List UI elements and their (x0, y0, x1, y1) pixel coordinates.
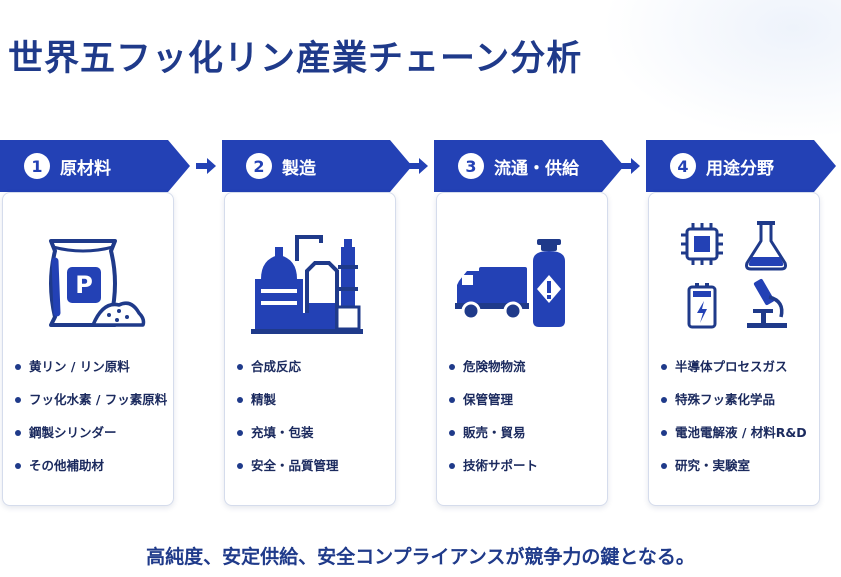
list-item: 黄リン / リン原料 (13, 357, 167, 390)
background-decoration (601, 0, 841, 140)
list-item: 充填・包装 (235, 423, 339, 456)
step-item-list: 危険物物流 保管管理 販売・貿易 技術サポート (447, 357, 538, 489)
step-number: 4 (670, 153, 696, 179)
flask-icon (745, 221, 787, 271)
list-item: 電池電解液 / 材料R&D (659, 423, 807, 456)
battery-icon (687, 283, 717, 329)
step-card: 危険物物流 保管管理 販売・貿易 技術サポート (436, 192, 608, 506)
step-number: 3 (458, 153, 484, 179)
step-item-list: 半導体プロセスガス 特殊フッ素化学品 電池電解液 / 材料R&D 研究・実験室 (659, 357, 807, 489)
footer-message: 高純度、安定供給、安全コンプライアンスが競争力の鍵となる。 (146, 546, 695, 568)
list-item: 保管管理 (447, 390, 538, 423)
list-item: 特殊フッ素化学品 (659, 390, 807, 423)
step-card: P 黄リン / リン原料 フッ化水素 / フッ素原料 鋼製シリンダー その他補助… (2, 192, 174, 506)
arrow-right-icon (408, 158, 428, 174)
page-title: 世界五フッ化リン産業チェーン分析 (8, 39, 583, 79)
arrow-right-icon (620, 158, 640, 174)
step-number: 2 (246, 153, 272, 179)
chemical-plant-icon (225, 213, 395, 343)
list-item: 研究・実験室 (659, 456, 807, 489)
list-item: その他補助材 (13, 456, 167, 489)
list-item: 危険物物流 (447, 357, 538, 390)
list-item: 技術サポート (447, 456, 538, 489)
step-card: 半導体プロセスガス 特殊フッ素化学品 電池電解液 / 材料R&D 研究・実験室 (648, 192, 820, 506)
list-item: 合成反応 (235, 357, 339, 390)
sack-label: P (75, 271, 93, 299)
step-banner: 1 原材料 (0, 140, 190, 192)
list-item: 販売・貿易 (447, 423, 538, 456)
step-item-list: 合成反応 精製 充填・包装 安全・品質管理 (235, 357, 339, 489)
list-item: 鋼製シリンダー (13, 423, 167, 456)
step-number: 1 (24, 153, 50, 179)
step-title: 流通・供給 (494, 158, 579, 179)
step-title: 用途分野 (706, 158, 774, 179)
step-banner: 4 用途分野 (646, 140, 836, 192)
list-item: フッ化水素 / フッ素原料 (13, 390, 167, 423)
raw-material-sack-icon: P (3, 213, 173, 343)
list-item: 安全・品質管理 (235, 456, 339, 489)
step-title: 原材料 (60, 158, 111, 179)
arrow-right-icon (196, 158, 216, 174)
gas-cylinder-icon (533, 239, 565, 327)
chip-icon (681, 223, 723, 265)
microscope-icon (747, 278, 787, 328)
step-card: 合成反応 精製 充填・包装 安全・品質管理 (224, 192, 396, 506)
list-item: 半導体プロセスガス (659, 357, 807, 390)
truck-icon (455, 267, 529, 321)
step-item-list: 黄リン / リン原料 フッ化水素 / フッ素原料 鋼製シリンダー その他補助材 (13, 357, 167, 489)
step-banner: 3 流通・供給 (434, 140, 624, 192)
list-item: 精製 (235, 390, 339, 423)
step-title: 製造 (282, 158, 316, 179)
chain-steps: 1 原材料 P 黄リン / リン原料 フ (0, 140, 841, 510)
step-banner: 2 製造 (222, 140, 412, 192)
